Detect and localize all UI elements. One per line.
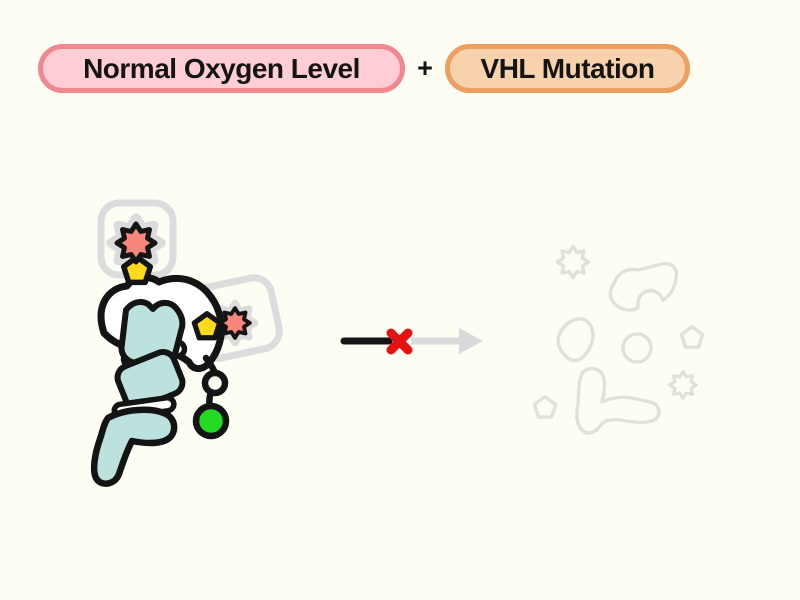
cross-icon bbox=[386, 328, 413, 355]
plus-sign: + bbox=[417, 53, 433, 83]
faded-blob-top bbox=[608, 261, 679, 312]
badge-normal-oxygen: Normal Oxygen Level bbox=[38, 44, 405, 93]
faded-star-top-icon bbox=[555, 244, 591, 280]
green-ball-icon bbox=[192, 402, 230, 440]
badge-vhl-mutation: VHL Mutation bbox=[445, 44, 690, 93]
faded-blob-bottom bbox=[575, 366, 661, 435]
starburst-top-icon bbox=[117, 224, 155, 262]
protein-segment-3 bbox=[90, 406, 178, 487]
starburst-right-icon bbox=[218, 306, 252, 340]
faded-fragments-illustration bbox=[532, 244, 705, 435]
faded-pentagon-left-icon bbox=[532, 395, 558, 419]
linker-loop bbox=[201, 369, 229, 397]
faded-pentagon-right-icon bbox=[679, 325, 705, 349]
blocked-arrow bbox=[340, 328, 483, 355]
faded-circle bbox=[621, 332, 653, 364]
pentagon-tag-right-icon bbox=[194, 314, 219, 338]
badge-normal-oxygen-label: Normal Oxygen Level bbox=[83, 52, 360, 84]
faded-star-bottom-icon bbox=[668, 370, 698, 400]
badge-vhl-mutation-label: VHL Mutation bbox=[480, 52, 655, 84]
faded-kite bbox=[556, 317, 595, 363]
arrow-head bbox=[459, 328, 483, 354]
protein-complex-illustration bbox=[90, 199, 283, 487]
